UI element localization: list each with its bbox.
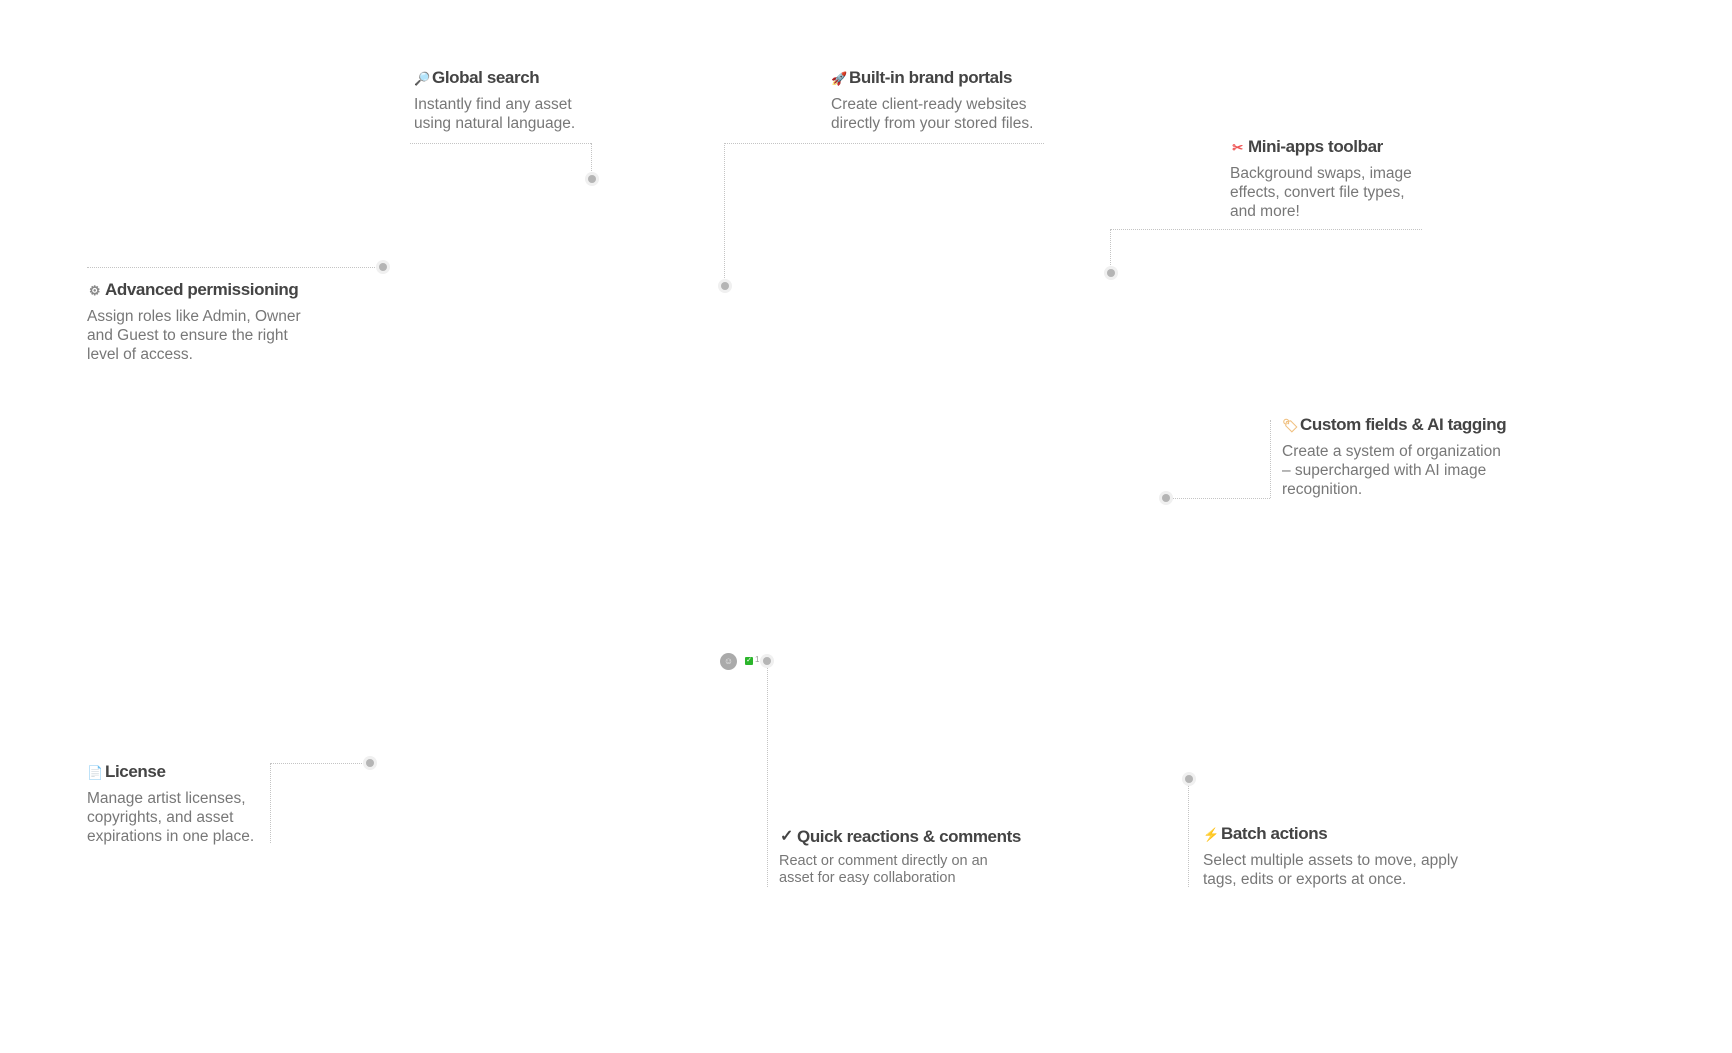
feature-description: Assign roles like Admin, Owner and Guest… [87, 308, 301, 363]
feature-title: Custom fields & AI tagging [1300, 415, 1507, 434]
feature-description: React or comment directly on an asset fo… [779, 853, 988, 886]
feature-title: License [105, 762, 166, 781]
feature-description: Manage artist licenses, copyrights, and … [87, 790, 255, 845]
connector-line [410, 143, 591, 144]
feature-quick-reactions: ✓Quick reactions & comments React or com… [779, 827, 1021, 887]
rocket-icon: 🚀 [831, 70, 847, 86]
gear-icon: ⚙ [88, 282, 101, 298]
connector-line [767, 661, 768, 887]
connector-line [270, 763, 271, 843]
feature-license: 📄License Manage artist licenses, copyrig… [87, 762, 254, 846]
hotspot-dot[interactable] [379, 263, 387, 271]
hotspot-dot[interactable] [366, 759, 374, 767]
hotspot-dot[interactable] [1162, 494, 1170, 502]
tag-icon: 🏷 [1282, 417, 1299, 433]
document-icon: 📄 [87, 764, 103, 780]
feature-title: Global search [432, 68, 540, 87]
hotspot-dot[interactable] [588, 175, 596, 183]
connector-line [591, 143, 592, 179]
connector-line [1270, 420, 1271, 498]
check-reaction-icon[interactable]: ✓ [745, 657, 753, 665]
avatar[interactable]: ☺ [720, 653, 737, 670]
hotspot-dot[interactable] [1107, 269, 1115, 277]
connector-line [1188, 779, 1189, 887]
connector-line [724, 143, 1044, 144]
feature-mini-apps: ✂ Mini-apps toolbar Background swaps, ima… [1230, 137, 1412, 221]
connector-line [1166, 498, 1270, 499]
feature-title: Built-in brand portals [849, 68, 1013, 87]
feature-title: Batch actions [1221, 824, 1328, 843]
checkmark-icon: ✓ [779, 828, 793, 845]
feature-description: Select multiple assets to move, apply ta… [1203, 852, 1459, 888]
feature-description: Create client-ready websites directly fr… [831, 96, 1034, 132]
feature-global-search: 🔎Global search Instantly find any asset … [414, 68, 575, 133]
hotspot-dot[interactable] [1185, 775, 1193, 783]
magnifier-icon: 🔎 [414, 70, 430, 86]
feature-title: Advanced permissioning [105, 280, 299, 299]
feature-title: Quick reactions & comments [797, 827, 1021, 846]
connector-line [724, 143, 725, 286]
feature-batch-actions: ⚡Batch actions Select multiple assets to… [1203, 824, 1458, 889]
feature-description: Create a system of organization – superc… [1282, 443, 1501, 498]
hotspot-dot[interactable] [721, 282, 729, 290]
connector-line [1110, 229, 1422, 230]
feature-description: Background swaps, image effects, convert… [1230, 165, 1412, 220]
connector-line [270, 763, 370, 764]
connector-line [87, 267, 383, 268]
lightning-icon: ⚡ [1203, 826, 1219, 842]
feature-title: Mini-apps toolbar [1248, 137, 1383, 156]
scissors-icon: ✂ [1232, 139, 1243, 155]
feature-brand-portals: 🚀Built-in brand portals Create client-re… [831, 68, 1033, 133]
reaction-count: 1 [755, 655, 760, 664]
hotspot-dot[interactable] [763, 657, 771, 665]
connector-line [1110, 229, 1111, 273]
feature-custom-fields: 🏷Custom fields & AI tagging Create a sys… [1282, 415, 1507, 499]
feature-permissioning: ⚙Advanced permissioning Assign roles lik… [87, 280, 301, 364]
feature-description: Instantly find any asset using natural l… [414, 96, 576, 132]
